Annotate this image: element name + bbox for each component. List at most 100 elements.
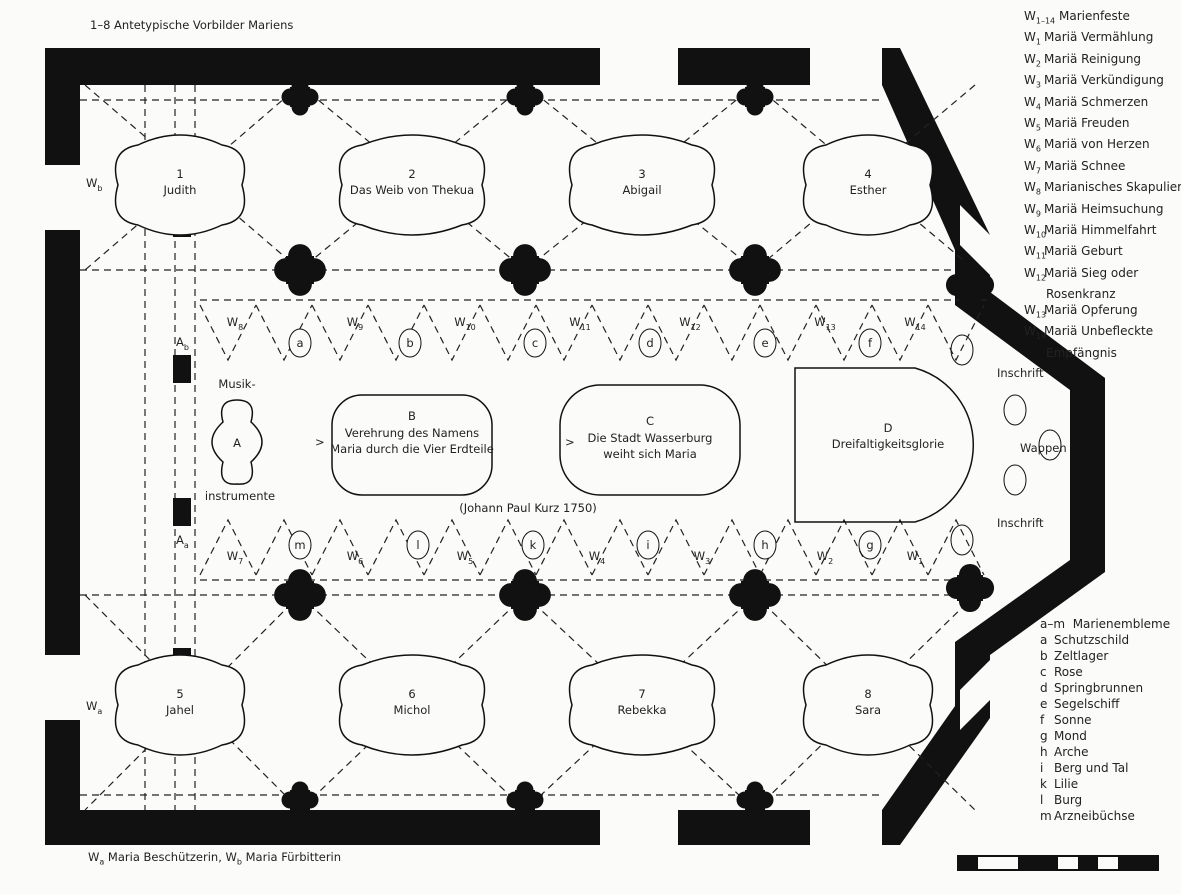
emblem-letter: m — [294, 538, 305, 552]
emblem-letter: i — [646, 538, 649, 552]
wa-sub: a — [99, 857, 105, 867]
legend-key: k — [1040, 777, 1047, 791]
pier — [173, 355, 191, 383]
vault-rib-line — [367, 304, 425, 362]
A-bottom: instrumente — [205, 489, 275, 503]
w-sub: 13 — [826, 323, 836, 332]
emblem-e — [753, 328, 777, 358]
legend-sub: 1–14 — [1035, 16, 1056, 26]
legend-key: e — [1040, 697, 1048, 711]
cartouche-C — [559, 384, 741, 496]
ceiling-field-6 — [338, 654, 486, 756]
legend-key: W13 — [1024, 303, 1047, 320]
legend-key: W12 — [1024, 265, 1047, 283]
w-base: W — [347, 549, 358, 563]
D-line1: Dreifaltigkeitsglorie — [832, 437, 944, 451]
ornament-oval — [1003, 394, 1027, 426]
legend-text: Mariä Heimsuchung — [1044, 201, 1164, 216]
legend-key: a — [1040, 633, 1048, 647]
B-line1: Verehrung des Namens — [345, 426, 479, 440]
legend-header: W1–14 Marienfeste — [1024, 8, 1181, 29]
vault-rib-line — [84, 594, 301, 811]
vault-rib-line — [754, 594, 976, 811]
field-number: 7 — [638, 687, 645, 701]
legend-text: Mariä Himmelfahrt — [1044, 222, 1157, 237]
B-letter: B — [408, 409, 416, 423]
feast-label-top: W12 — [679, 315, 701, 332]
legend-text: Mariä Verkündigung — [1044, 73, 1164, 88]
emblem-letter: l — [416, 538, 419, 552]
legend-key: W8 — [1024, 180, 1041, 197]
vault-rib-line — [299, 594, 526, 811]
vault-rib-line — [591, 518, 649, 576]
feast-label-top: W14 — [904, 315, 926, 332]
feast-label-bottom: W6 — [347, 549, 363, 566]
field-number: 6 — [408, 687, 415, 701]
legend-key: h — [1040, 745, 1048, 759]
w-base: W — [227, 549, 238, 563]
legend-text: Marienfeste — [1058, 9, 1130, 23]
emblem-i — [636, 530, 660, 560]
w-sub: 8 — [238, 323, 243, 332]
pillar — [499, 244, 551, 296]
legend-text: Mariä von Herzen — [1044, 137, 1150, 152]
emblem-a — [288, 328, 312, 358]
w-base: W — [589, 549, 600, 563]
vault-rib-line — [535, 304, 593, 362]
pillar — [729, 244, 781, 296]
w-sub: 2 — [828, 557, 833, 566]
field-name: Michol — [394, 703, 431, 717]
vault-rib-line — [927, 518, 985, 576]
feast-label-top: W11 — [569, 315, 591, 332]
legend-key: W2 — [1024, 51, 1041, 69]
legend-item: W14Mariä Unbefleckte — [1024, 323, 1181, 344]
wa-text: Maria Beschützerin, — [104, 850, 226, 864]
legend-text: Mariä Sieg oder — [1044, 265, 1139, 280]
ornament-oval — [950, 524, 974, 556]
emblem-letter: c — [532, 336, 538, 350]
vault-rib-line — [759, 304, 817, 362]
emblem-letter: b — [406, 336, 413, 350]
feast-label-top: W13 — [814, 315, 836, 332]
field-number: 1 — [176, 167, 183, 181]
legend-text: Mariä Schmerzen — [1044, 94, 1149, 109]
Wa-label: Wa — [86, 699, 102, 716]
legend-key: W9 — [1024, 201, 1041, 218]
legend-key: g — [1040, 729, 1048, 743]
ceiling-field-8 — [802, 654, 934, 756]
pillar — [736, 78, 774, 116]
legend-text: Segelschiff — [1054, 697, 1120, 711]
A-letter: A — [233, 436, 241, 450]
Aa-label: Aa — [176, 533, 189, 550]
vault-rib-line — [927, 304, 985, 362]
legend-text: Mariä Unbefleckte — [1044, 324, 1154, 339]
legend-key: l — [1040, 793, 1044, 807]
emblem-k — [521, 530, 545, 560]
legend-text: Mariä Reinigung — [1044, 51, 1142, 66]
w-sub: 10 — [466, 323, 476, 332]
w-base: W — [694, 549, 705, 563]
legend-text: Arzneibüchse — [1054, 809, 1135, 823]
legend-text: Springbrunnen — [1054, 681, 1144, 695]
vault-rib-line — [423, 304, 481, 362]
field-name: Das Weib von Thekua — [350, 183, 474, 197]
w-base: W — [347, 315, 358, 329]
artist-credit: (Johann Paul Kurz 1750) — [459, 501, 597, 515]
w-sub: 12 — [691, 323, 701, 332]
w-base: W — [814, 315, 825, 329]
vault-rib-line — [703, 518, 761, 576]
legend-item: W13Mariä Opferung — [1024, 302, 1181, 323]
bottom-caption: Wa Maria Beschützerin, Wb Maria Fürbitte… — [88, 850, 341, 866]
feast-label-top: W8 — [227, 315, 243, 332]
w-sub: 7 — [238, 557, 243, 566]
emblem-f — [858, 328, 882, 358]
emblem-g — [858, 530, 882, 560]
legend-item: W11Mariä Geburt — [1024, 243, 1181, 264]
